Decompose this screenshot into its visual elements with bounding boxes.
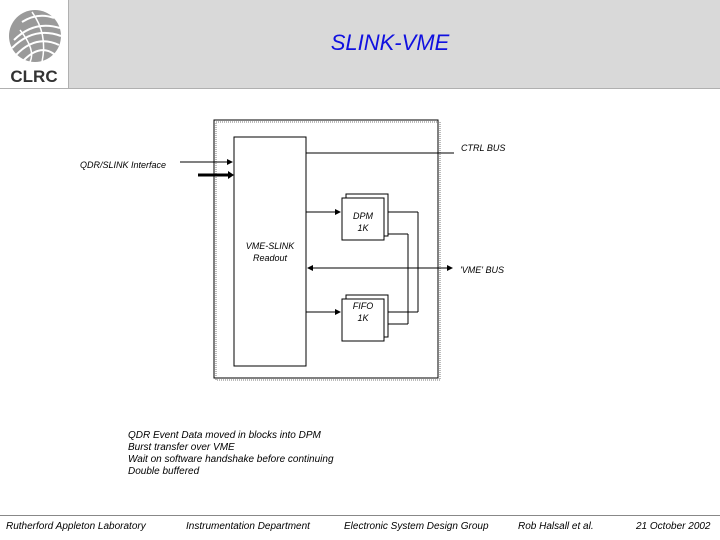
logo-globe-icon: CLRC xyxy=(9,10,62,86)
footer-date: 21 October 2002 xyxy=(636,521,711,532)
note-item: QDR Event Data moved in blocks into DPM xyxy=(128,430,321,441)
dpm-label-line1: DPM xyxy=(353,211,373,221)
dpm-block xyxy=(341,197,385,241)
readout-label-line1: VME-SLINK xyxy=(245,241,295,251)
readout-block xyxy=(233,136,307,367)
qdr-interface-label: QDR/SLINK Interface xyxy=(80,160,167,170)
fifo-label-line1: FIFO xyxy=(352,301,374,311)
notes-list: QDR Event Data moved in blocks into DPM … xyxy=(128,430,334,478)
fifo-block xyxy=(341,298,385,342)
page-title: SLINK-VME xyxy=(330,30,450,55)
header-band xyxy=(0,0,720,89)
footer-author: Rob Halsall et al. xyxy=(518,521,594,532)
note-item: Double buffered xyxy=(128,466,200,477)
footer-department: Instrumentation Department xyxy=(186,521,310,532)
footer-group: Electronic System Design Group xyxy=(344,521,489,532)
note-item: Burst transfer over VME xyxy=(128,442,235,453)
readout-label-line2: Readout xyxy=(252,253,288,263)
footer-rule xyxy=(0,515,720,516)
footer-lab: Rutherford Appleton Laboratory xyxy=(6,521,146,532)
fifo-label-line2: 1K xyxy=(357,313,369,323)
note-item: Wait on software handshake before contin… xyxy=(128,454,334,465)
ctrl-bus-label: CTRL BUS xyxy=(461,143,506,153)
dpm-label-line2: 1K xyxy=(357,223,369,233)
vme-bus-label: 'VME' BUS xyxy=(460,265,504,275)
svg-text:CLRC: CLRC xyxy=(10,67,57,86)
clrc-logo: CLRC xyxy=(0,0,69,88)
